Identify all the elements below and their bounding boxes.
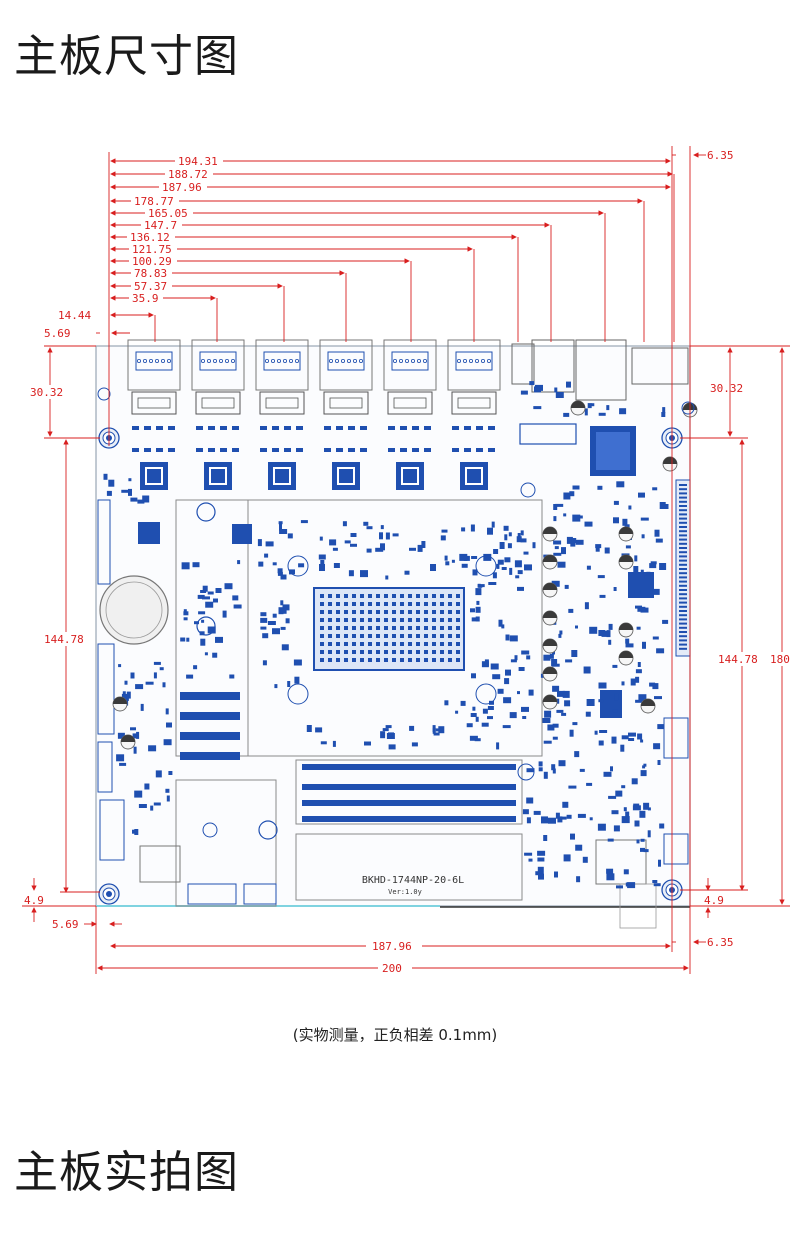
dim-overall-height: 180 (770, 653, 790, 666)
dim-top-2: 187.96 (162, 181, 202, 194)
dim-bottom-hole-spacing: 187.96 (372, 940, 412, 953)
network-phy-chip (196, 426, 239, 490)
dim-top-8: 100.29 (132, 255, 172, 268)
dim-right-hole-vertical: 30.32 (710, 382, 743, 395)
dim-bottom-right-offset: 6.35 (707, 936, 734, 949)
dim-right-offset: 6.35 (707, 149, 734, 162)
dim-top-11: 35.9 (132, 292, 159, 305)
dim-top-9: 78.83 (134, 267, 167, 280)
board-drawing: BKHD-1744NP-20-6L Ver:1.0y (95, 339, 698, 929)
network-phy-chip (324, 426, 367, 490)
silkscreen-version: Ver:1.0y (388, 888, 422, 896)
capacitors (112, 400, 698, 750)
dim-bottom-left-offset: 5.69 (52, 918, 79, 931)
dim-top-0: 194.31 (178, 155, 218, 168)
network-phy-chip (388, 426, 431, 490)
dim-overall-width: 200 (382, 962, 402, 975)
network-phy-chip (132, 426, 175, 490)
motherboard-dimension-diagram: BKHD-1744NP-20-6L Ver:1.0y (22, 146, 790, 975)
smd-components (103, 381, 669, 889)
dim-left-offset: 5.69 (44, 327, 71, 340)
dim-left-span-vertical: 144.78 (44, 633, 84, 646)
dim-top-5: 147.7 (144, 219, 177, 232)
page-title-photo-section: 主板实拍图 (14, 1147, 239, 1198)
network-controllers (132, 426, 495, 490)
dim-top-4: 165.05 (148, 207, 188, 220)
dim-top-3: 178.77 (134, 195, 174, 208)
dim-left-hole-vertical: 30.32 (30, 386, 63, 399)
measurement-caption: (实物测量，正负相差 0.1mm) (292, 1026, 498, 1044)
dim-top-6: 136.12 (130, 231, 170, 244)
dim-top-7: 121.75 (132, 243, 172, 256)
dim-top-10: 57.37 (134, 280, 167, 293)
memory-slots (295, 759, 523, 901)
silkscreen-model: BKHD-1744NP-20-6L (362, 875, 464, 886)
network-phy-chip (452, 426, 495, 490)
page-title-dimension-diagram: 主板尺寸图 (14, 31, 239, 82)
ethernet-port (127, 339, 181, 415)
dimension-labels: 194.31188.72187.96178.77165.05147.7136.1… (24, 149, 790, 975)
dim-bottom-right-hole: 4.9 (704, 894, 724, 907)
ethernet-ports (127, 339, 501, 415)
network-phy-chip (260, 426, 303, 490)
dim-right-span-vertical: 144.78 (718, 653, 758, 666)
cpu-package (320, 594, 460, 662)
dim-top-12: 14.44 (58, 309, 91, 322)
dim-bottom-left-hole: 4.9 (24, 894, 44, 907)
dim-top-1: 188.72 (168, 168, 208, 181)
ethernet-port (255, 339, 309, 415)
ethernet-port (383, 339, 437, 415)
ethernet-port (191, 339, 245, 415)
ethernet-port (319, 339, 373, 415)
